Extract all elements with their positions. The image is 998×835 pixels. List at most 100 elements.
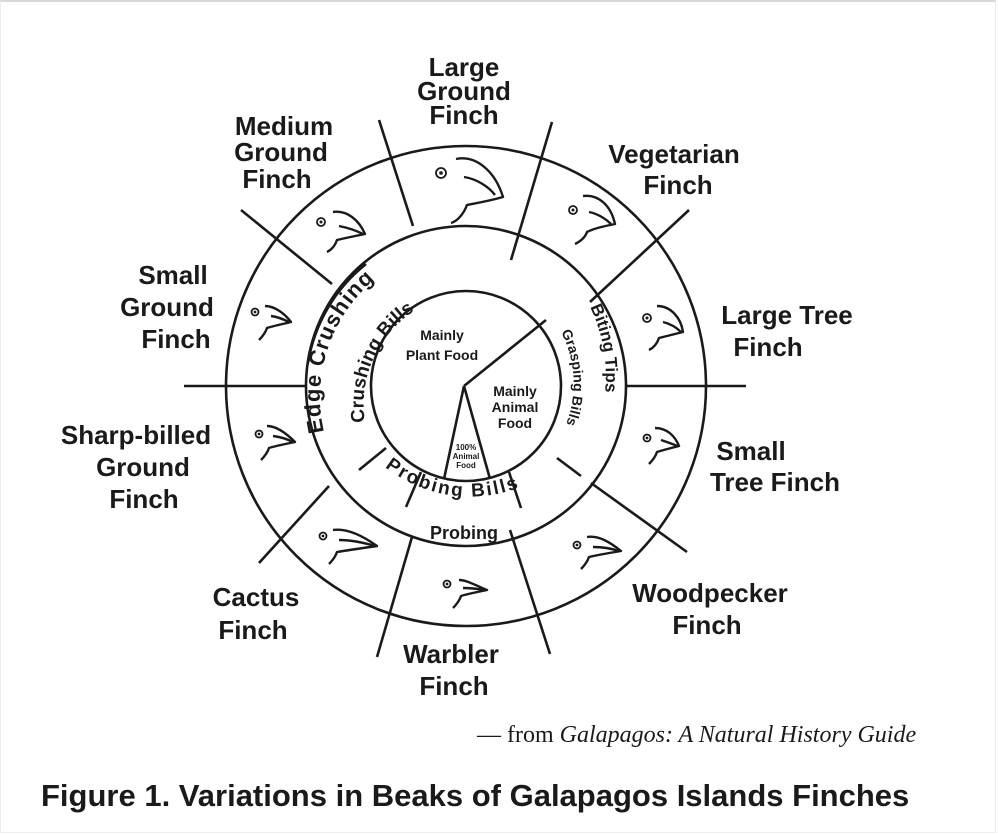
woodpecker-finch-beak-icon: [572, 535, 623, 570]
svg-text:Food: Food: [498, 415, 532, 431]
vegetarian-finch-beak-icon: [568, 194, 617, 246]
divider-line: [507, 471, 523, 509]
svg-text:Plant Food: Plant Food: [406, 347, 478, 363]
svg-text:Finch: Finch: [141, 324, 210, 354]
svg-text:Vegetarian: Vegetarian: [608, 139, 740, 169]
svg-text:Finch: Finch: [109, 484, 178, 514]
large-ground-finch-label: Large Ground Finch: [417, 52, 511, 130]
beak-icon: [338, 224, 364, 236]
divider-line: [589, 209, 690, 303]
grasping-bills-label: Grasping Bills: [558, 326, 586, 428]
svg-text:Tree Finch: Tree Finch: [710, 467, 840, 497]
svg-text:Ground: Ground: [234, 137, 328, 167]
divider-line: [375, 536, 414, 658]
divider-line: [508, 529, 552, 655]
sector-line: [442, 385, 466, 480]
sector-line: [463, 318, 547, 388]
small-tree-finch-label: Small Tree Finch: [710, 436, 840, 497]
cactus-finch-label: Cactus Finch: [213, 582, 300, 645]
warbler-finch-beak-icon: [442, 578, 489, 609]
mainly-animal-food-label: Mainly Animal Food: [492, 383, 539, 431]
svg-text:Animal: Animal: [453, 452, 480, 461]
beak-icon: [592, 545, 620, 553]
beak-icon: [648, 304, 685, 352]
beak-icon: [326, 210, 367, 254]
large-tree-finch-label: Large Tree Finch: [721, 300, 853, 362]
beak-icon: [574, 194, 617, 246]
beak-icon: [450, 157, 505, 225]
svg-text:Mainly: Mainly: [493, 383, 537, 399]
svg-text:Medium: Medium: [235, 111, 333, 141]
all-animal-food-label: 100% Animal Food: [453, 443, 480, 470]
middle-arc-divider: [306, 262, 367, 364]
divider-line: [358, 446, 387, 472]
sharp-billed-ground-finch-beak-icon: [254, 424, 297, 461]
medium-ground-finch-beak-icon: [316, 210, 367, 254]
beak-icon: [272, 434, 294, 444]
sharp-billed-ground-finch-label: Sharp-billed Ground Finch: [61, 420, 211, 514]
svg-text:Large: Large: [429, 52, 500, 82]
beak-icon: [260, 424, 297, 461]
source-book-title: Galapagos: A Natural History Guide: [559, 722, 917, 748]
mainly-plant-food-label: Mainly Plant Food: [406, 327, 478, 363]
svg-text:Finch: Finch: [429, 100, 498, 130]
divider-line: [556, 456, 582, 478]
beak-icon: [588, 210, 612, 225]
food-sectors: [442, 318, 547, 480]
beak-icon: [580, 535, 623, 570]
svg-text:Small: Small: [716, 436, 785, 466]
divider-line: [240, 208, 333, 286]
beak-icon: [462, 586, 486, 592]
beak-icon: [338, 538, 376, 548]
warbler-finch-label: Warbler Finch: [403, 639, 499, 701]
svg-text:Small: Small: [138, 260, 207, 290]
beak-icon: [258, 304, 293, 341]
vegetarian-finch-label: Vegetarian Finch: [608, 139, 740, 200]
svg-text:Large Tree: Large Tree: [721, 300, 853, 330]
svg-text:Woodpecker: Woodpecker: [632, 578, 788, 608]
source-prefix: — from: [477, 722, 560, 748]
inner-ring: [369, 289, 563, 483]
svg-text:Ground: Ground: [96, 452, 190, 482]
finch-beak-diagram: Edge Crushing Crushing Bills Biting Tips…: [61, 52, 853, 701]
svg-text:Food: Food: [456, 461, 476, 470]
middle-band-dividers: [306, 262, 582, 509]
beak-icon: [452, 578, 489, 609]
svg-text:Finch: Finch: [672, 610, 741, 640]
cactus-finch-beak-icon: [318, 528, 379, 565]
figure-caption: Figure 1. Variations in Beaks of Galapag…: [41, 778, 910, 813]
medium-ground-finch-label: Medium Ground Finch: [234, 111, 333, 194]
svg-text:Finch: Finch: [733, 332, 802, 362]
svg-text:Warbler: Warbler: [403, 639, 499, 669]
probing-label: Probing: [430, 523, 498, 543]
svg-text:Finch: Finch: [643, 170, 712, 200]
svg-text:Ground: Ground: [120, 292, 214, 322]
beak-icon: [662, 320, 682, 333]
probing-bills-label: Probing Bills: [382, 454, 522, 502]
divider-line: [590, 481, 688, 554]
svg-text:Mainly: Mainly: [420, 327, 464, 343]
small-tree-finch-beak-icon: [642, 426, 681, 465]
beak-icon: [328, 528, 379, 565]
beak-icon: [270, 314, 290, 324]
divider-line: [509, 121, 554, 261]
beak-icon: [463, 175, 496, 196]
svg-text:Cactus: Cactus: [213, 582, 300, 612]
svg-text:Ground: Ground: [417, 76, 511, 106]
svg-text:Sharp-billed: Sharp-billed: [61, 420, 211, 450]
divider-line: [404, 471, 423, 508]
woodpecker-finch-label: Woodpecker Finch: [632, 578, 788, 640]
sector-line: [462, 385, 492, 480]
svg-text:Animal: Animal: [492, 399, 539, 415]
svg-text:Finch: Finch: [242, 164, 311, 194]
svg-text:Finch: Finch: [218, 615, 287, 645]
biting-tips-label: Biting Tips: [586, 301, 620, 393]
beak-icon: [648, 426, 681, 465]
outer-dividers: [184, 119, 746, 658]
source-attribution: — from Galapagos: A Natural History Guid…: [477, 722, 977, 749]
large-tree-finch-beak-icon: [642, 304, 685, 352]
divider-line: [258, 485, 330, 564]
svg-text:Finch: Finch: [419, 671, 488, 701]
small-ground-finch-label: Small Ground Finch: [120, 260, 214, 354]
